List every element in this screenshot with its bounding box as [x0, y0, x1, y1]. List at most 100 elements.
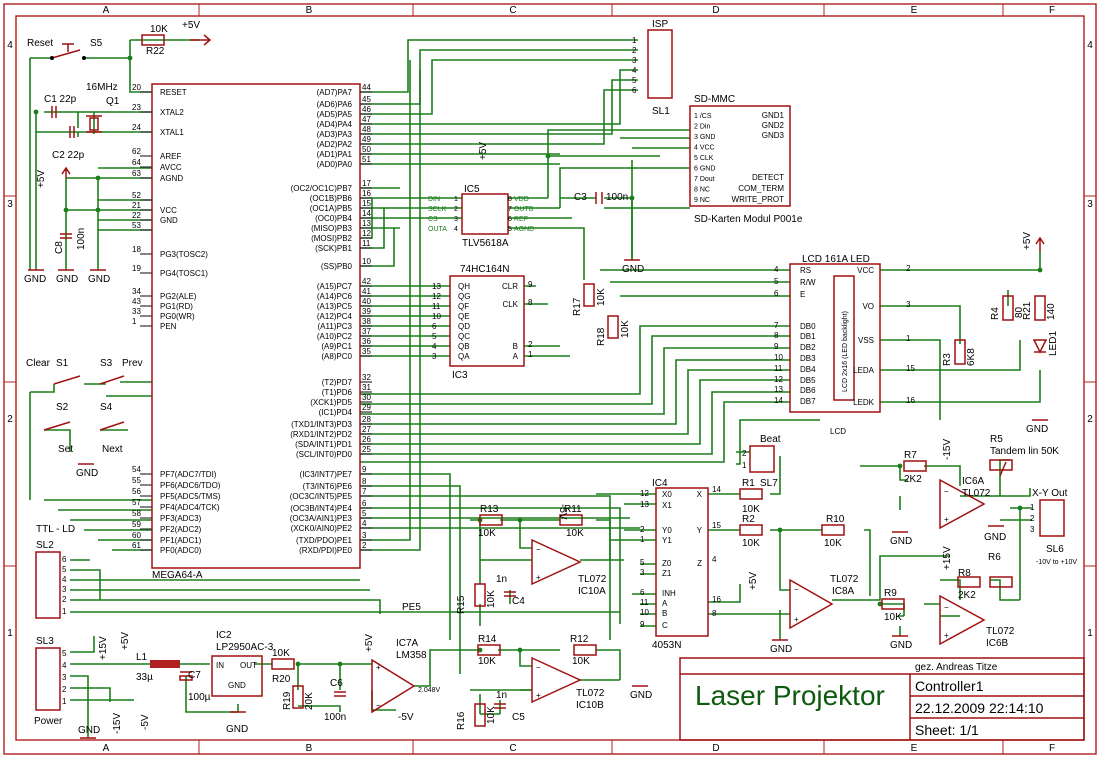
pin-name: E: [800, 290, 805, 299]
tl072-label: TL072: [962, 488, 991, 499]
gnd-label: GND: [1026, 424, 1048, 435]
pe5-net-label: PE5: [402, 602, 421, 613]
pin-name: Z1: [662, 569, 672, 578]
lcd-inner-label: LCD 2x16 (LED backlight): [842, 311, 849, 392]
pin-num: 1: [742, 461, 747, 470]
ic4-name: 4053N: [652, 640, 681, 651]
pin-number: 8: [774, 331, 779, 340]
pin-number: 50: [362, 145, 371, 154]
pin-name: CLR: [502, 282, 518, 291]
pin-name: (XCK0/AIN0)PE2: [291, 524, 353, 533]
pin-name: (T1)PD6: [322, 388, 353, 397]
pin-name: (RXD1/INT2)PD2: [290, 430, 352, 439]
pin-sign: −: [944, 487, 949, 496]
sheet-name: Controller1: [915, 678, 984, 694]
pin-num: 4: [62, 575, 67, 584]
crystal-freq: 16MHz: [86, 82, 118, 93]
pin-name: DB2: [800, 343, 816, 352]
pin-number: 6: [640, 588, 645, 597]
pin-sign: −: [794, 585, 799, 594]
col-label: D: [712, 743, 719, 754]
pin-number: 13: [774, 385, 783, 394]
pin-name: (T2)PD7: [322, 378, 353, 387]
resistor-r20: 10K R20: [271, 648, 295, 685]
switch-contact: [82, 56, 86, 60]
power-label: Power: [34, 716, 63, 727]
button-contact: [99, 375, 125, 385]
pin-number: 10: [774, 353, 783, 362]
pin-number: 53: [132, 221, 141, 230]
pin-number: 61: [132, 541, 141, 550]
pin-name: (MISO)PB3: [311, 224, 352, 233]
pin-number: 14: [774, 396, 783, 405]
r12-label: R12: [570, 634, 589, 645]
r13-label: R13: [480, 504, 499, 515]
beat-label: Beat: [760, 434, 781, 445]
pin-num: 1: [62, 607, 67, 616]
isp-connector-sl1: ISP 1 2 3 4 5 6 SL1: [632, 19, 673, 117]
pin-name: (A8)PC0: [321, 352, 352, 361]
sl1-label: SL1: [652, 106, 670, 117]
vcc-label: +5V: [364, 634, 375, 652]
junction-dot: [33, 109, 39, 115]
pin-sign: +: [944, 515, 949, 524]
pin-number: 2: [906, 264, 911, 273]
r21-label: R21: [1022, 301, 1033, 320]
pin-number: 27: [362, 425, 371, 434]
pin-num: 2: [742, 449, 747, 458]
r10-value: 10K: [824, 538, 842, 549]
c5-value: 1n: [496, 690, 507, 701]
pin-name: AGND: [160, 174, 183, 183]
pin-number: 33: [132, 307, 141, 316]
clear-label: Clear: [26, 358, 51, 369]
r22-value: 10K: [150, 24, 168, 35]
pin-number: 9: [362, 465, 367, 474]
mcu-name: MEGA64-A: [152, 570, 203, 581]
pin-name: PF2(ADC2): [160, 525, 202, 534]
pin-name: 4 VCC: [694, 145, 715, 152]
pin-sign: +: [794, 615, 799, 624]
pin-name: (RXD/PDI)PE0: [299, 546, 352, 555]
pin-number: 15: [362, 199, 371, 208]
col-label: F: [1049, 5, 1055, 16]
pin-name: (A10)PC2: [317, 332, 353, 341]
pin-name: OUTB: [514, 206, 534, 213]
isp-pin-num: 2: [632, 46, 637, 55]
pin-number: 11: [362, 239, 371, 248]
pin-number: 3: [454, 216, 458, 223]
isp-label: ISP: [652, 19, 668, 30]
pin-name: GND1: [762, 111, 785, 120]
pin-number: 16: [362, 189, 371, 198]
r4-value: 80: [1014, 306, 1025, 318]
pin-num: 2: [62, 685, 67, 694]
pin-number: 2: [362, 541, 367, 550]
pin-name: B: [662, 609, 667, 618]
r1-label: R1: [742, 478, 755, 489]
pin-number: 34: [132, 287, 141, 296]
opamp-ic6b: R6 R8 2K2 − + TL072 IC6B GND: [890, 552, 1015, 651]
pin-name: QA: [458, 352, 470, 361]
title-block: gez. Andreas Titze Laser Projektor Contr…: [679, 657, 1085, 741]
inductor-l1: L1 33µ: [136, 652, 180, 683]
isp-pin-num: 5: [632, 76, 637, 85]
r6-label: R6: [988, 552, 1001, 563]
col-label: E: [911, 743, 918, 754]
pin-number: 14: [362, 209, 371, 218]
junction-dot: [1017, 505, 1023, 511]
pin-number: 45: [362, 95, 371, 104]
sd-title: SD-MMC: [694, 94, 735, 105]
pin-number: 15: [906, 364, 915, 373]
r18-value: 10K: [620, 320, 631, 338]
row-label: 1: [1087, 628, 1093, 639]
pin-number: 42: [362, 277, 371, 286]
switch-contact: [50, 56, 54, 60]
pin-number: 9: [640, 620, 645, 629]
vcc-label: +5V: [120, 632, 131, 650]
pin-number: 14: [712, 485, 721, 494]
r17-label: R17: [572, 297, 583, 316]
pin-name: PF4(ADC4/TCK): [160, 503, 220, 512]
reset-switch-s5: Reset S5: [27, 38, 103, 60]
pin-name: (AD4)PA4: [317, 120, 353, 129]
gnd-label: GND: [88, 274, 110, 285]
